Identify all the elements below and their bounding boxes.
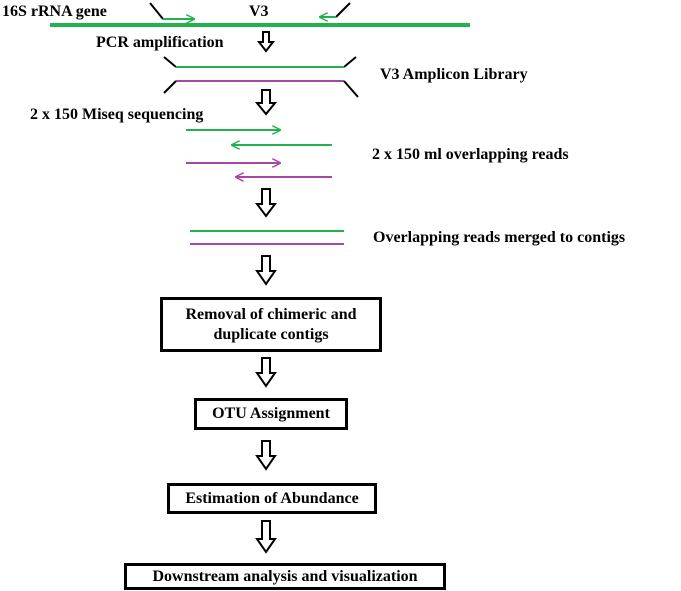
merged-label: Overlapping reads merged to contigs <box>373 229 626 246</box>
forward-primer-tail <box>149 2 164 20</box>
otu-box: OTU Assignment <box>194 398 348 430</box>
amplicon-tail-top-left <box>163 56 177 68</box>
flow-arrow-7 <box>255 520 277 554</box>
amplicon-tail-bottom-left <box>163 80 177 94</box>
amplicon-tail-bottom-right <box>343 80 359 98</box>
gene-label: 16S rRNA gene <box>2 3 107 20</box>
abundance-label: Estimation of Abundance <box>185 489 359 507</box>
removal-box: Removal of chimeric and duplicate contig… <box>160 297 382 352</box>
flow-arrow-1 <box>256 31 276 53</box>
library-label: V3 Amplicon Library <box>380 66 528 83</box>
flow-arrow-4 <box>255 255 277 286</box>
flow-arrow-2 <box>254 89 278 116</box>
downstream-label: Downstream analysis and visualization <box>152 567 418 585</box>
reads-label: 2 x 150 ml overlapping reads <box>372 146 569 163</box>
region-label: V3 <box>249 3 269 20</box>
amplicon-tail-top-right <box>343 56 357 68</box>
pcr-label: PCR amplification <box>96 34 224 51</box>
downstream-box: Downstream analysis and visualization <box>124 563 446 590</box>
abundance-box: Estimation of Abundance <box>167 483 377 514</box>
flow-arrow-3 <box>255 188 277 218</box>
removal-line-2: duplicate contigs <box>213 325 329 343</box>
flow-arrow-6 <box>255 440 277 471</box>
sequencing-label: 2 x 150 Miseq sequencing <box>30 106 204 123</box>
flow-arrow-5 <box>255 357 277 388</box>
reverse-primer-tail <box>335 2 351 18</box>
removal-line-1: Removal of chimeric and <box>185 305 357 323</box>
otu-label: OTU Assignment <box>212 405 330 422</box>
